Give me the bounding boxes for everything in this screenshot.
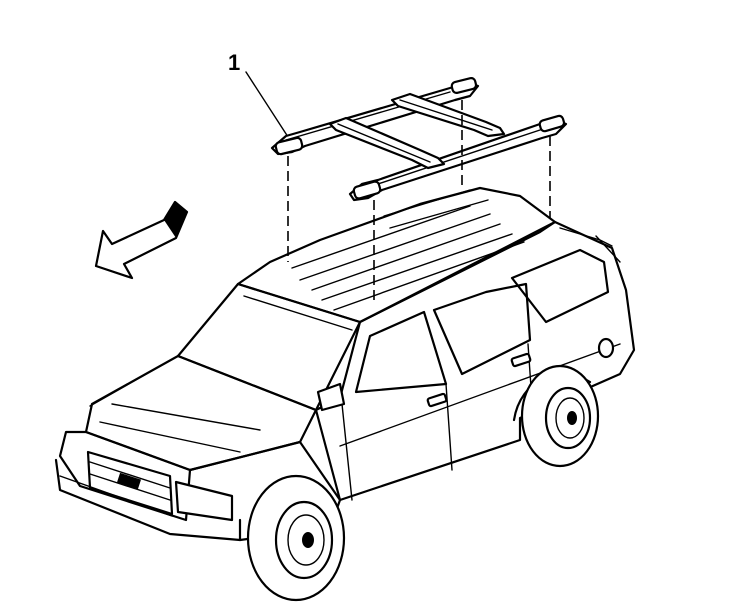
front-wheel xyxy=(246,474,346,602)
callout-label-1: 1 xyxy=(228,50,241,75)
rear-wheel xyxy=(512,364,600,468)
alignment-lines xyxy=(287,100,551,302)
vehicle-body xyxy=(54,186,636,542)
front-direction-arrow-icon xyxy=(94,200,189,280)
roof-rack xyxy=(270,77,568,202)
callout-leader-line xyxy=(245,71,291,141)
